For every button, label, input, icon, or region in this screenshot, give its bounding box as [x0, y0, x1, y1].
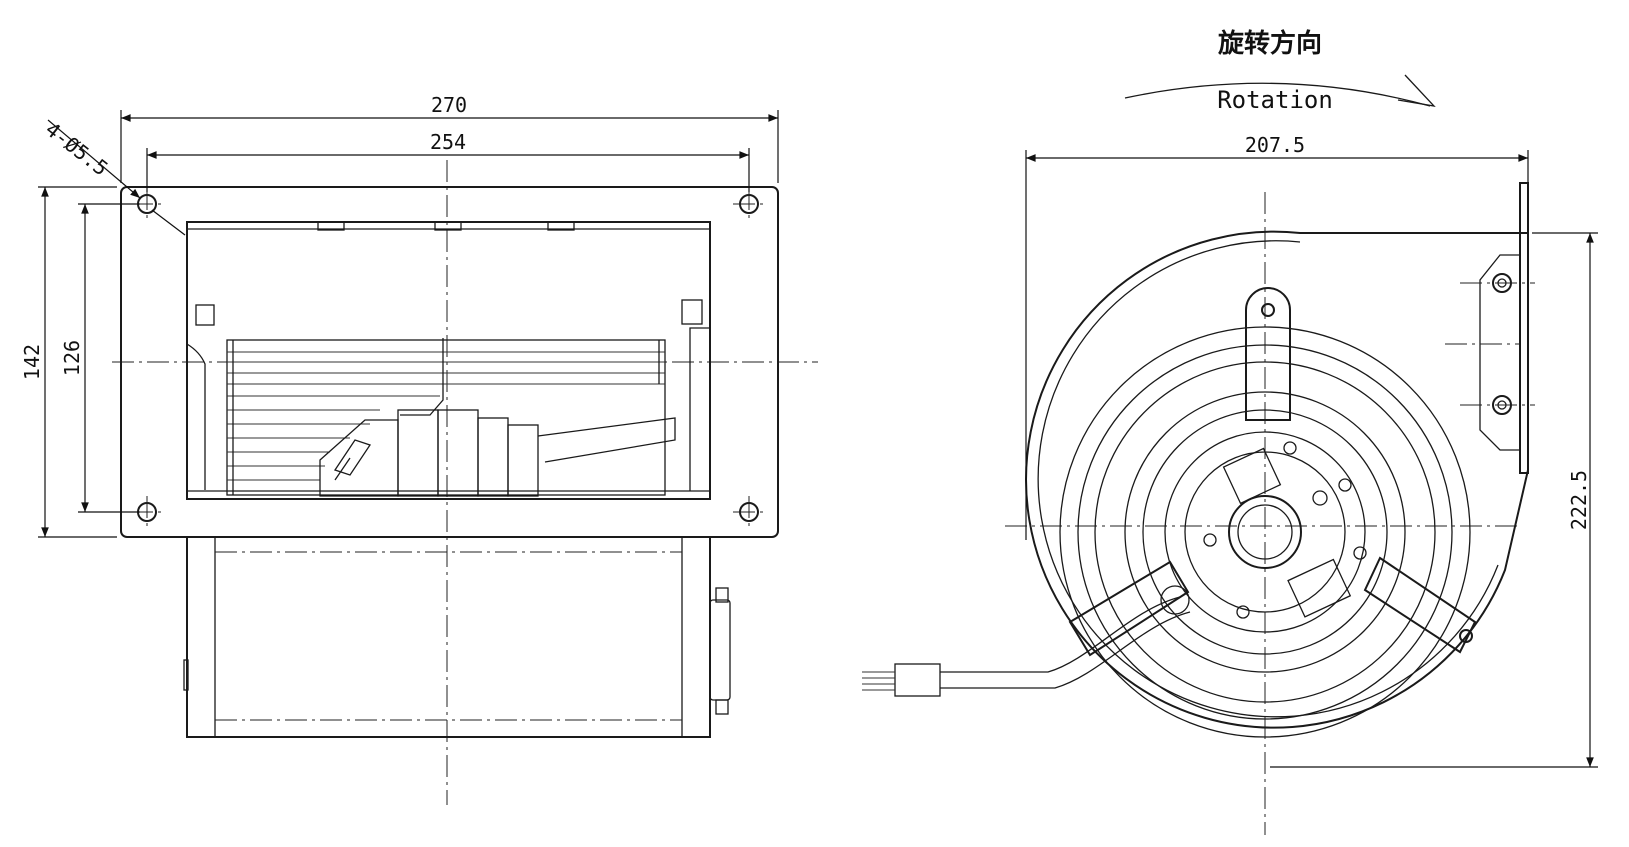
dim-overall-width-label: 270 [431, 93, 467, 117]
rotation-title-cn: 旋转方向 [1218, 28, 1322, 59]
motor-can [183, 536, 731, 738]
rotation-arrow-icon [1124, 82, 1431, 107]
dim-overall-height: 142 [20, 186, 117, 538]
motor-assembly [319, 338, 676, 497]
hole-callout: 4-Ø5.5 [41, 117, 186, 236]
dim-side-width-label: 207.5 [1245, 133, 1305, 157]
rotation-title-en: Rotation [1217, 86, 1333, 114]
dim-overall-height-label: 142 [20, 344, 44, 380]
dim-hole-spacing-height-label: 126 [60, 340, 84, 376]
dim-side-height-label: 222.5 [1567, 470, 1591, 530]
dim-overall-width: 270 [120, 93, 779, 183]
hole-callout-label: 4-Ø5.5 [41, 117, 113, 180]
dim-side-height: 222.5 [1270, 232, 1598, 768]
scroll-housing [1025, 230, 1529, 738]
impeller [226, 339, 666, 496]
housing-outlet [186, 221, 711, 500]
dim-hole-spacing-width-label: 254 [430, 130, 466, 154]
dim-side-width: 207.5 [1025, 133, 1529, 540]
motor-struts [1068, 287, 1477, 657]
dim-hole-spacing-height: 126 [60, 203, 140, 513]
front-view: 270 254 142 126 4-Ø5.5 [20, 93, 818, 805]
mounting-holes [131, 188, 765, 528]
side-view: 旋转方向 Rotation [862, 28, 1598, 835]
side-mounting-plate [1445, 182, 1535, 474]
dim-hole-spacing-width: 254 [146, 130, 750, 192]
power-cable [862, 585, 1191, 697]
